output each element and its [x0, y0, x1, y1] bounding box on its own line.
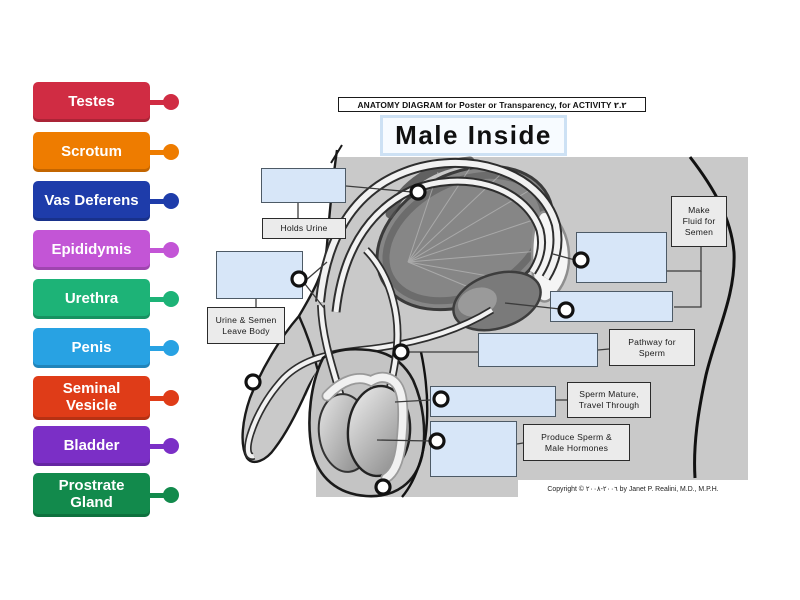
epididymis-band: [321, 371, 409, 484]
label-penis[interactable]: Penis: [33, 328, 179, 368]
label-connector: [149, 396, 164, 401]
pubic-crease-line: [401, 351, 429, 498]
label-connector-dot: [163, 487, 179, 503]
label-connector-dot: [163, 144, 179, 160]
page-gap: [282, 369, 317, 460]
worksheet-header-strip: ANATOMY DIAGRAM for Poster or Transparen…: [338, 97, 646, 112]
label-text: Bladder: [63, 436, 120, 454]
blank-box-urethra: [216, 251, 303, 299]
caption-sperm-mature: Sperm Mature, Travel Through: [567, 382, 651, 418]
blank-box-seminal-vesicle: [576, 232, 667, 283]
caption-urine-semen-leave-body: Urine & Semen Leave Body: [207, 307, 285, 344]
label-connector: [149, 444, 164, 449]
urethra-tube: [244, 306, 494, 461]
label-connector: [149, 100, 164, 105]
label-connector-dot: [163, 94, 179, 110]
blank-box-epididymis: [430, 386, 556, 417]
label-epididymis[interactable]: Epididymis: [33, 230, 179, 270]
label-connector: [149, 297, 164, 302]
label-connector-dot: [163, 291, 179, 307]
bladder-striations: [407, 167, 553, 301]
label-connector: [149, 248, 164, 253]
label-connector: [149, 493, 164, 498]
label-scrotum[interactable]: Scrotum: [33, 132, 179, 172]
label-connector-dot: [163, 193, 179, 209]
label-connector: [149, 199, 164, 204]
label-text: Scrotum: [61, 142, 122, 160]
label-connector: [149, 346, 164, 351]
label-connector-dot: [163, 390, 179, 406]
target-testes[interactable]: [428, 432, 446, 450]
blank-box-testes: [430, 421, 517, 477]
label-text: Prostrate Gland: [58, 477, 125, 511]
label-vas-deferens[interactable]: Vas Deferens: [33, 181, 179, 221]
target-penis[interactable]: [244, 373, 262, 391]
caption-produce-sperm: Produce Sperm & Male Hormones: [523, 424, 630, 461]
target-vas-deferens[interactable]: [392, 343, 410, 361]
label-connector-dot: [163, 242, 179, 258]
label-connector: [149, 150, 164, 155]
label-text: Epididymis: [51, 240, 132, 258]
caption-holds-urine: Holds Urine: [262, 218, 346, 239]
label-testes[interactable]: Testes: [33, 82, 179, 122]
target-epididymis[interactable]: [432, 390, 450, 408]
blank-box-bladder: [261, 168, 346, 203]
target-prostate-gland[interactable]: [557, 301, 575, 319]
caption-make-fluid-for-semen: Make Fluid for Semen: [671, 196, 727, 247]
label-bladder[interactable]: Bladder: [33, 426, 179, 466]
label-text: Urethra: [64, 289, 119, 307]
target-urethra[interactable]: [290, 270, 308, 288]
label-connector-dot: [163, 438, 179, 454]
label-text: Penis: [71, 338, 112, 356]
leader-lines: [255, 185, 702, 445]
label-prostrate-gland[interactable]: Prostrate Gland: [33, 473, 179, 517]
target-seminal-vesicle[interactable]: [572, 251, 590, 269]
label-urethra[interactable]: Urethra: [33, 279, 179, 319]
label-text: Vas Deferens: [44, 191, 139, 209]
copyright-text: Copyright © ٢٠٠٦-٢٠٠٨ by Janet P. Realin…: [518, 480, 748, 497]
blank-box-vas-deferens: [478, 333, 598, 367]
label-text: Seminal Vesicle: [62, 380, 121, 414]
target-bladder[interactable]: [409, 183, 427, 201]
diagram-title: Male Inside: [380, 115, 567, 156]
label-text: Testes: [68, 92, 115, 110]
label-seminal-vesicle[interactable]: Seminal Vesicle: [33, 376, 179, 420]
label-connector-dot: [163, 340, 179, 356]
target-scrotum[interactable]: [374, 478, 392, 496]
body-outline-tick: [330, 144, 343, 164]
caption-pathway-for-sperm: Pathway for Sperm: [609, 329, 695, 366]
